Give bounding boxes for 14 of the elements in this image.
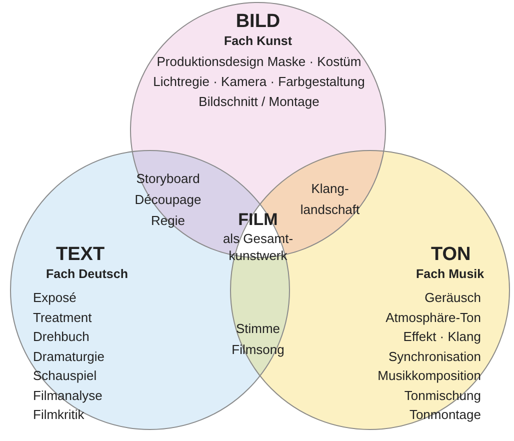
region-label: Stimme Filmsong <box>230 320 286 359</box>
region-label: Storyboard Découpage Regie <box>134 170 202 230</box>
topic-list: Produktionsdesign Maske · Kostüm Lichtregie · Kamera · Farbgestaltung Bildschnitt / Montage <box>149 52 369 112</box>
region-label: als Gesamt-kunstwerk <box>222 230 294 264</box>
circle-heading: BILD <box>234 11 282 33</box>
region-heading: FILM <box>237 210 279 230</box>
circle-heading: TON <box>431 244 471 266</box>
subject-label: Fach Kunst <box>222 34 294 48</box>
subject-label: Fach Deutsch <box>46 267 128 281</box>
subject-label: Fach Musik <box>416 267 484 281</box>
topic-list: Geräusch Atmosphäre-Ton Effekt · Klang Synchronisation Musikkomposition Tonmischung Tonmontage <box>353 288 481 424</box>
region-label: Klang-landschaft <box>299 180 361 219</box>
circle-heading: TEXT <box>56 244 105 266</box>
topic-list: Exposé Treatment Drehbuch Dramaturgie Schauspiel Filmanalyse Filmkritik <box>33 288 128 424</box>
